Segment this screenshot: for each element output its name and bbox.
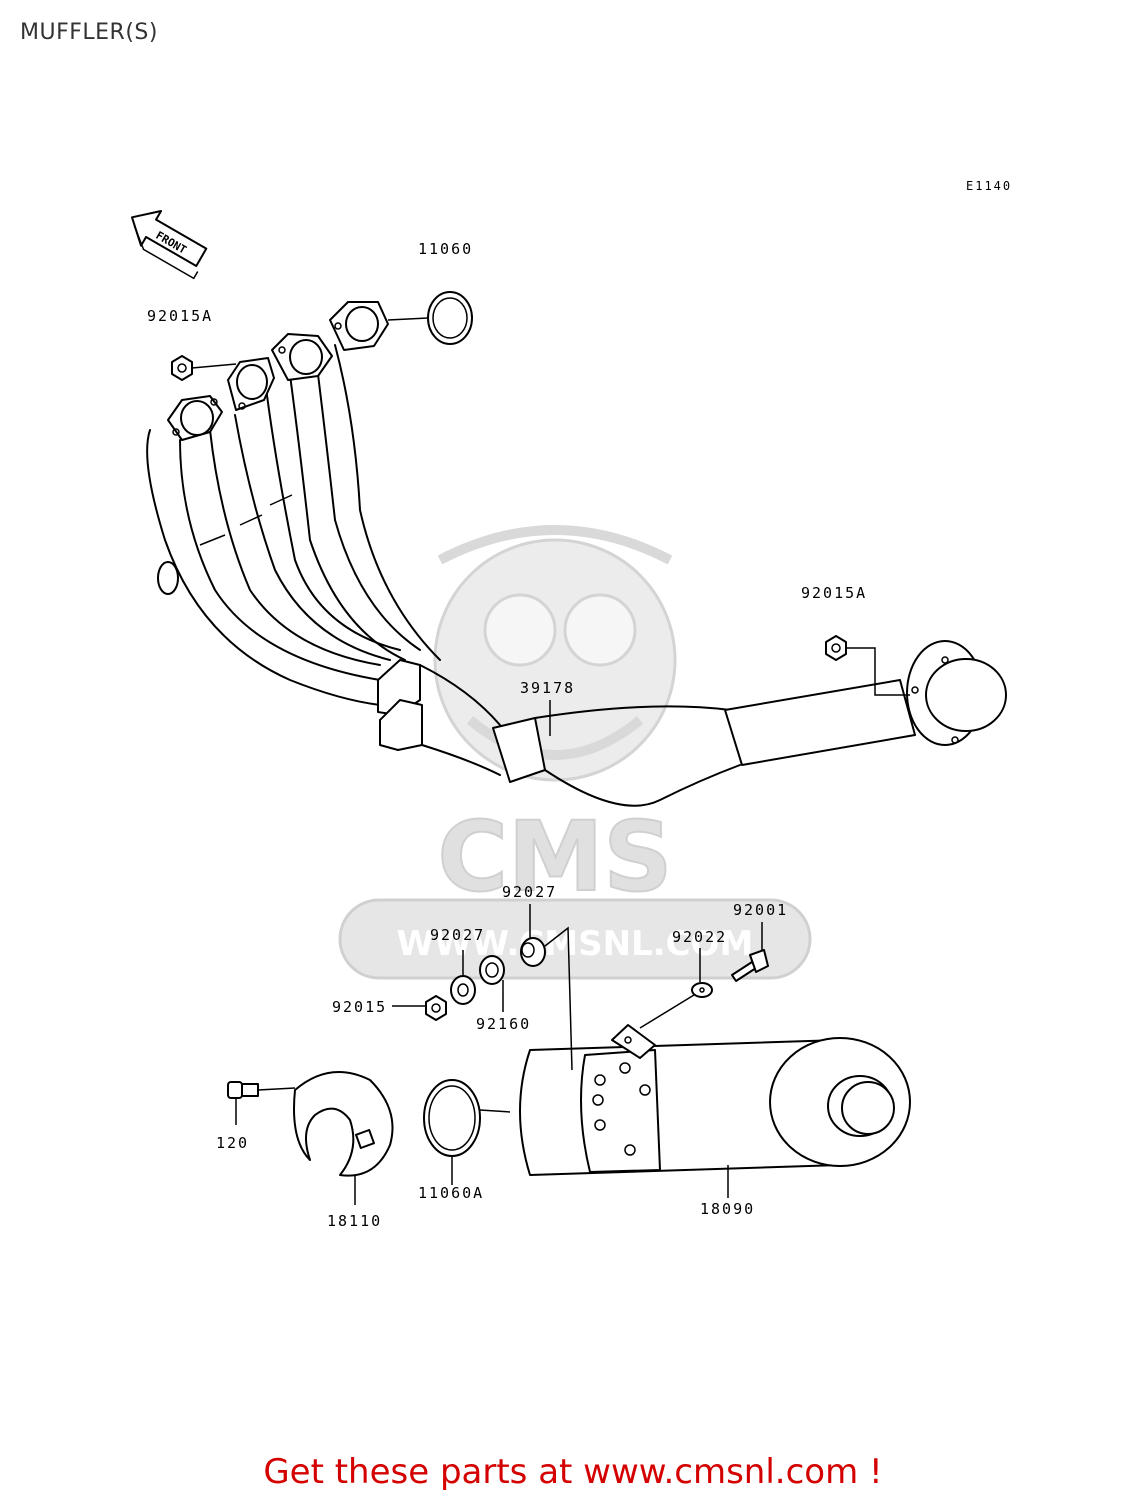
label-11060: 11060 <box>418 240 473 258</box>
label-92015a-right: 92015A <box>801 584 867 602</box>
washer-92022 <box>639 948 713 1029</box>
label-92022: 92022 <box>672 928 727 946</box>
collar-92027-upper <box>520 904 573 1071</box>
label-92160: 92160 <box>476 1015 531 1033</box>
nut-92015 <box>392 995 447 1021</box>
nut-92015a-top <box>171 355 237 381</box>
bolt-92001 <box>731 922 769 982</box>
header-flange-4 <box>329 301 389 351</box>
label-120: 120 <box>216 1134 249 1152</box>
header-flange-3 <box>271 333 333 381</box>
label-39178: 39178 <box>520 679 575 697</box>
label-92015a-top: 92015A <box>147 307 213 325</box>
front-direction-arrow: FRONT <box>131 210 208 280</box>
gasket-11060a <box>423 1079 511 1185</box>
exploded-parts-diagram: CMS WWW.CMSNL.COM FRONT E1140 <box>131 179 1012 1230</box>
label-11060a: 11060A <box>418 1184 484 1202</box>
watermark-brand: CMS <box>437 801 672 913</box>
label-92001: 92001 <box>733 901 788 919</box>
damper-92160 <box>479 955 505 1012</box>
gasket-11060 <box>387 291 473 345</box>
exhaust-header-pipes <box>146 301 441 706</box>
page-title: MUFFLER(S) <box>20 20 158 45</box>
header-flange-1 <box>167 395 223 441</box>
collector-pipe-39178 <box>377 640 1007 807</box>
washer-92027-lower <box>450 950 476 1005</box>
label-92027-upper: 92027 <box>502 883 557 901</box>
nut-92015a-right <box>825 635 910 696</box>
diagram-ref-code: E1140 <box>966 179 1012 193</box>
heat-cover-18110 <box>293 1071 394 1205</box>
label-92015: 92015 <box>332 998 387 1016</box>
label-18110: 18110 <box>327 1212 382 1230</box>
header-flange-2 <box>227 357 275 411</box>
watermark-url: WWW.CMSNL.COM <box>397 924 754 964</box>
footer-cta-link[interactable]: Get these parts at www.cmsnl.com ! <box>263 1452 883 1492</box>
bolt-120 <box>227 1081 296 1125</box>
label-18090: 18090 <box>700 1200 755 1218</box>
muffler-18090 <box>519 1024 911 1176</box>
label-92027-lower: 92027 <box>430 926 485 944</box>
